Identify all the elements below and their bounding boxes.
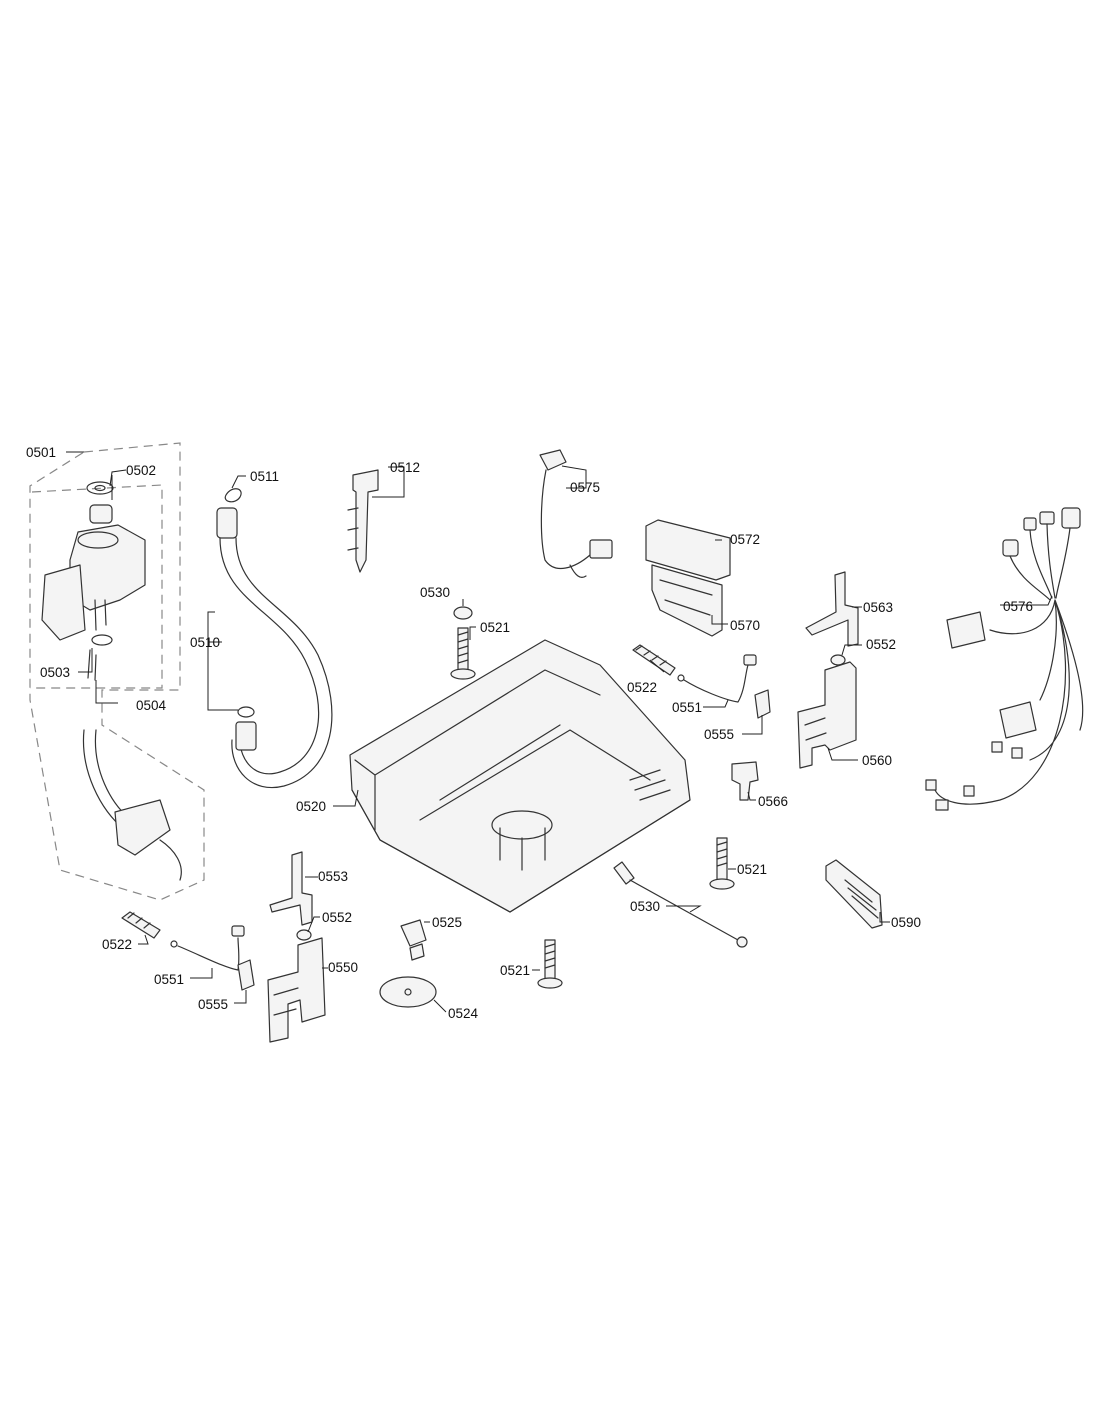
label-0563: 0563 — [863, 600, 893, 615]
knob-0530-top-part — [453, 606, 473, 620]
label-0511: 0511 — [250, 469, 279, 484]
control-housing-part — [651, 564, 723, 637]
label-0521-bottom: 0521 — [500, 963, 530, 978]
leader-lines — [66, 451, 1053, 1013]
label-0504: 0504 — [136, 698, 167, 713]
hook-0555-left-part — [237, 959, 255, 991]
label-0553: 0553 — [318, 869, 348, 884]
label-0555-right: 0555 — [704, 727, 734, 742]
label-0501: 0501 — [26, 445, 56, 460]
nut-0552-right-part — [830, 654, 846, 666]
label-0552-left: 0552 — [322, 910, 352, 925]
bracket-0553-part — [269, 851, 313, 926]
label-0524: 0524 — [448, 1006, 479, 1021]
label-0502: 0502 — [126, 463, 156, 478]
bracket-0550-part — [267, 937, 326, 1043]
disc-0524-part — [379, 976, 437, 1008]
label-0530-top: 0530 — [420, 585, 450, 600]
spring-0522-left-part — [121, 911, 161, 939]
power-cable-part — [539, 449, 613, 578]
sensor-0566-part — [731, 761, 759, 801]
label-0521-top: 0521 — [480, 620, 510, 635]
foot-screw-0521-right-part — [709, 837, 735, 890]
foot-screw-0521-top-part — [450, 627, 476, 680]
label-0590: 0590 — [891, 915, 921, 930]
label-0510: 0510 — [190, 635, 220, 650]
label-0522-right: 0522 — [627, 680, 657, 695]
control-cover-part — [645, 519, 731, 581]
label-0520: 0520 — [296, 799, 326, 814]
hook-0555-right-part — [754, 689, 771, 719]
water-inlet-valve-part — [41, 481, 146, 681]
label-0551-right: 0551 — [672, 700, 702, 715]
spring-0522-right-part — [632, 644, 676, 676]
cable-0530-part — [613, 861, 748, 948]
bracket-0512-part — [347, 469, 379, 573]
label-0512: 0512 — [390, 460, 420, 475]
subassembly-0504-boundary — [30, 484, 163, 689]
wiring-harness-part — [925, 507, 1084, 811]
label-0530-center: 0530 — [630, 899, 660, 914]
label-0555-left: 0555 — [198, 997, 228, 1012]
label-0521-right: 0521 — [737, 862, 767, 877]
label-0522-left: 0522 — [102, 937, 132, 952]
label-0575: 0575 — [570, 480, 600, 495]
wire-0551-right-part — [677, 654, 757, 703]
bracket-0560-part — [797, 661, 857, 769]
nut-0552-left-part — [296, 929, 312, 941]
drain-hose-part — [216, 488, 333, 789]
label-0550: 0550 — [328, 960, 358, 975]
label-0572: 0572 — [730, 532, 760, 547]
label-0503: 0503 — [40, 665, 70, 680]
inlet-hose-part — [82, 729, 182, 881]
wire-0551-left-part — [170, 925, 245, 971]
label-0576: 0576 — [1003, 599, 1033, 614]
label-0552-right: 0552 — [866, 637, 896, 652]
label-0566: 0566 — [758, 794, 788, 809]
clip-0525-part — [400, 919, 427, 961]
base-frame-part — [349, 639, 691, 913]
assembly-0501-boundary — [29, 442, 205, 901]
label-0570: 0570 — [730, 618, 760, 633]
label-0551-left: 0551 — [154, 972, 184, 987]
foot-screw-0521-bottom-part — [537, 939, 563, 989]
label-0560: 0560 — [862, 753, 892, 768]
label-0525: 0525 — [432, 915, 462, 930]
bracket-0563-part — [805, 571, 859, 647]
panel-0590-part — [825, 859, 883, 929]
